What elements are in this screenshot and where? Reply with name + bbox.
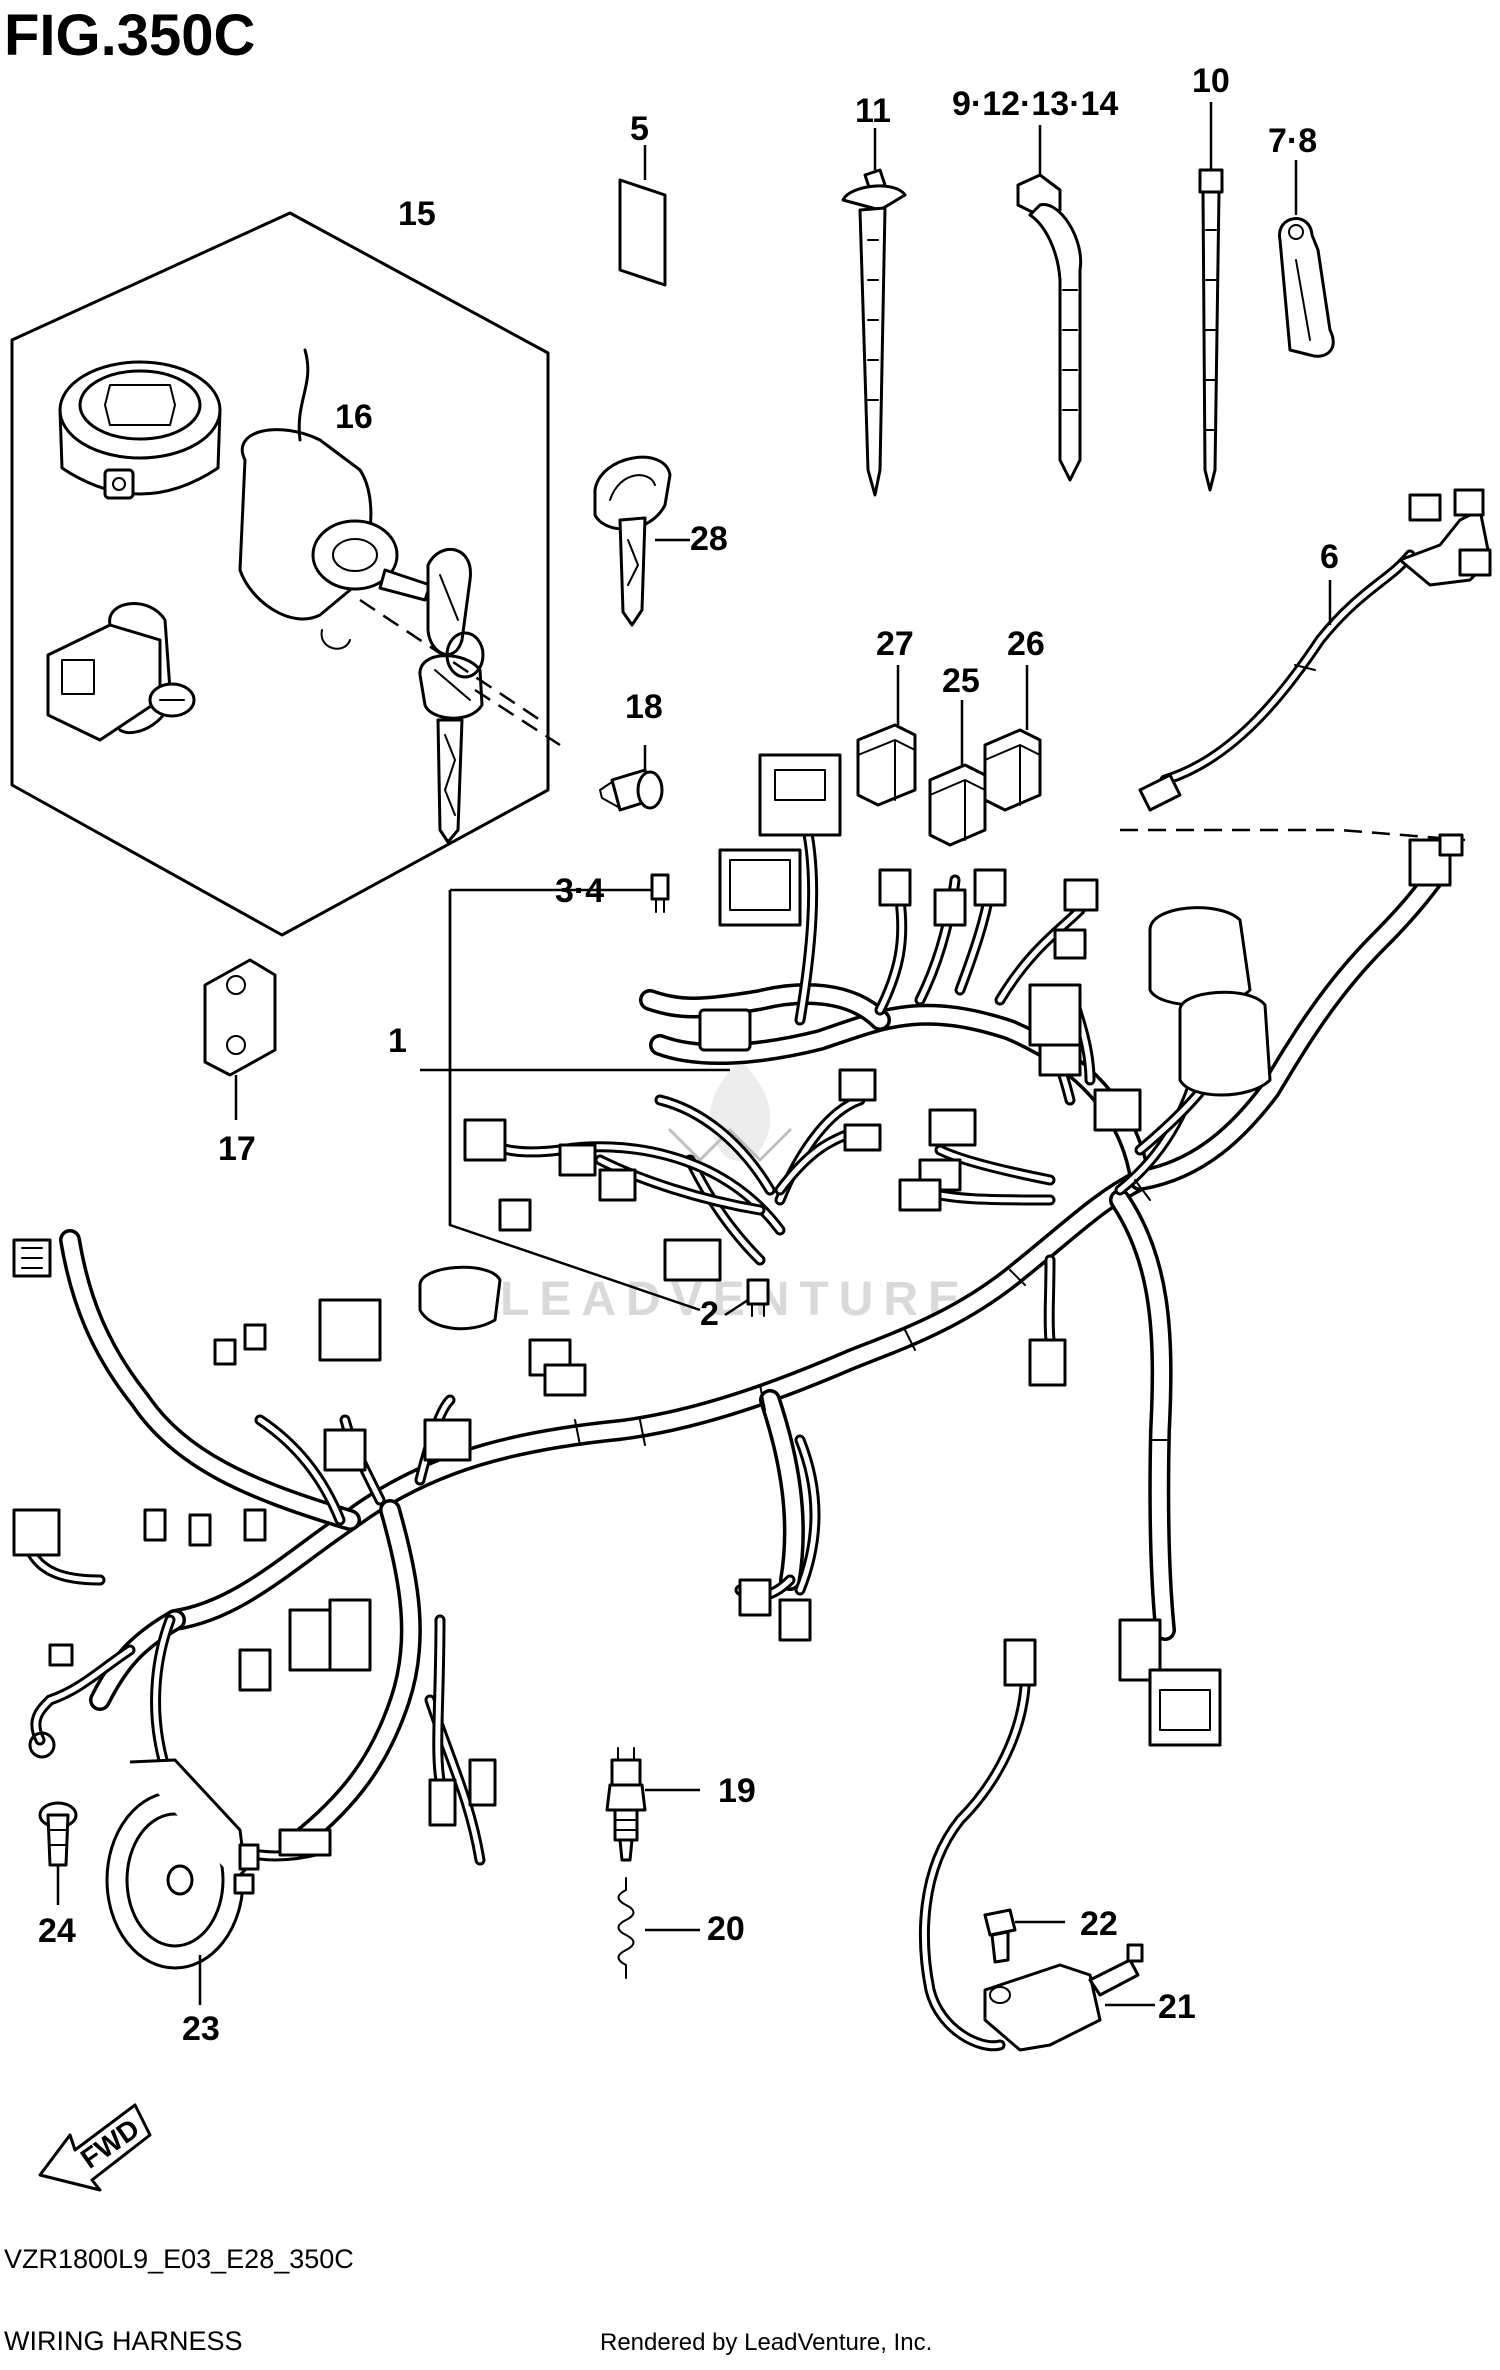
callout-15: 15 <box>398 195 436 233</box>
callout-3-4: 3·4 <box>555 872 604 910</box>
fuse-3-part <box>615 873 670 913</box>
relay-27-part <box>856 665 917 807</box>
callout-27: 27 <box>876 625 914 663</box>
label-5-part <box>618 145 667 287</box>
callout-19: 19 <box>718 1772 756 1810</box>
callout-24: 24 <box>38 1912 76 1950</box>
render-credit: Rendered by LeadVenture, Inc. <box>600 2329 932 2356</box>
ignition-kit-group <box>10 211 561 937</box>
fwd-direction-arrow: FWD <box>38 2103 152 2192</box>
spring-20-part <box>617 1877 700 1979</box>
callout-17: 17 <box>218 1130 256 1168</box>
horn-23-part <box>105 1758 260 2005</box>
relay-26-part <box>983 665 1042 812</box>
callout-22: 22 <box>1080 1905 1118 1943</box>
switch-19-part <box>605 1747 700 1862</box>
callout-9-12-13-14: 9·12·13·14 <box>952 85 1118 123</box>
callout-25: 25 <box>942 662 980 700</box>
callout-16: 16 <box>335 398 373 436</box>
bolt-22-part <box>983 1908 1065 1964</box>
callout-11: 11 <box>855 92 891 130</box>
watermark-text: LEADVENTURE <box>500 1273 970 1326</box>
seat-lock-part <box>46 602 196 742</box>
key-28-part <box>593 455 690 627</box>
callout-1: 1 <box>388 1022 407 1060</box>
callout-5: 5 <box>630 110 649 148</box>
bracket-17-part <box>203 958 277 1120</box>
clip-band-11-part <box>841 128 907 497</box>
callout-2: 2 <box>700 1295 719 1333</box>
callout-10: 10 <box>1192 62 1230 100</box>
callout-21: 21 <box>1158 1988 1196 2026</box>
callout-18: 18 <box>625 688 663 726</box>
callout-7-8: 7·8 <box>1268 122 1317 160</box>
relay-25-part <box>928 700 987 847</box>
bolt-24-part <box>38 1801 78 1905</box>
fuse-2-part <box>724 1278 770 1317</box>
kit-key-part <box>418 631 485 844</box>
main-harness-part <box>12 753 1464 1866</box>
clamp-7-part <box>1278 160 1335 358</box>
sub-harness-6-part <box>1138 488 1492 812</box>
cable-tie-10-part <box>1198 102 1224 492</box>
bolt-18-part <box>599 745 664 812</box>
callout-23: 23 <box>182 2010 220 2048</box>
clamp-band-9-part <box>1016 125 1083 482</box>
figure-caption: WIRING HARNESS <box>4 2326 243 2356</box>
callout-28: 28 <box>690 520 728 558</box>
figure-title: FIG.350C <box>4 3 255 68</box>
callout-20: 20 <box>707 1910 745 1948</box>
callout-26: 26 <box>1007 625 1045 663</box>
model-code: VZR1800L9_E03_E28_350C <box>4 2244 354 2274</box>
kit-outline <box>10 211 550 937</box>
lock-cap-part <box>58 360 222 500</box>
callout-6: 6 <box>1320 538 1339 576</box>
sensor-21-part <box>918 1638 1155 2052</box>
ignition-switch-part <box>238 348 472 656</box>
